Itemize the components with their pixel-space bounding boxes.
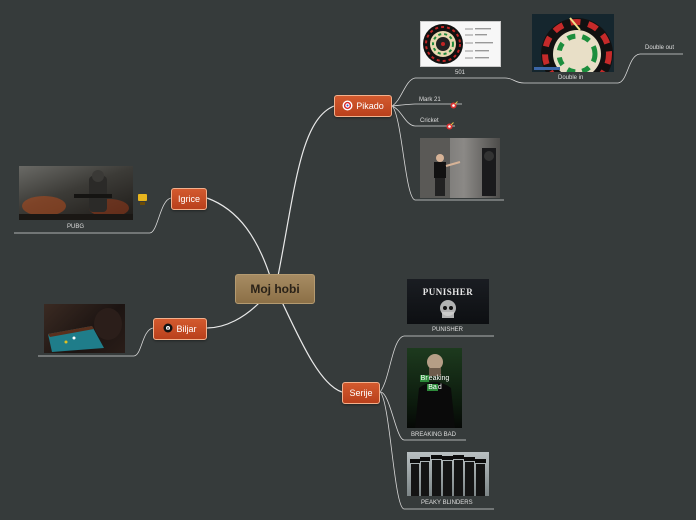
peaky-blinders-image[interactable]: [407, 452, 489, 496]
topic-biljar[interactable]: 8 Biljar: [153, 318, 207, 340]
billiard-image[interactable]: [44, 304, 125, 353]
darts-player-image[interactable]: [420, 138, 500, 198]
pubg-game-icon: [138, 194, 147, 205]
cricket-label: Cricket: [420, 118, 439, 124]
double-out-label: Double out: [645, 45, 675, 51]
topic-pikado-label: Pikado: [356, 101, 384, 111]
breaking-bad-image-title: Breaking Bad: [407, 374, 462, 392]
topic-biljar-label: Biljar: [176, 324, 197, 334]
mark21-label: Mark 21: [419, 97, 441, 103]
eight-ball-icon: 8: [163, 323, 173, 335]
punisher-image[interactable]: PUNISHER: [407, 279, 489, 324]
peaky-blinders-label: PEAKY BLINDERS: [421, 500, 473, 506]
topic-igrice[interactable]: Igrice: [171, 188, 207, 210]
breaking-bad-image[interactable]: Breaking Bad: [407, 348, 462, 428]
pubg-image[interactable]: [19, 166, 133, 220]
t501-label: 501: [455, 70, 466, 76]
target-icon: [342, 100, 353, 113]
punisher-label: PUNISHER: [432, 327, 464, 333]
double-in-label: Double in: [558, 75, 584, 81]
topic-serije[interactable]: Serije: [342, 382, 380, 404]
central-topic[interactable]: Moj hobi: [235, 274, 315, 304]
mark21-dart-icon: [450, 96, 458, 109]
pubg-label: PUBG: [67, 224, 85, 230]
dartboard-501-image[interactable]: [420, 21, 501, 67]
punisher-image-title: PUNISHER: [422, 287, 474, 297]
breaking-bad-label: BREAKING BAD: [411, 432, 457, 438]
dartboard-double-in-image[interactable]: [532, 14, 614, 72]
breaking-bad-title-br: Br: [419, 375, 429, 382]
topic-pikado[interactable]: Pikado: [334, 95, 392, 117]
topic-serije-label: Serije: [349, 388, 373, 398]
breaking-bad-title-d: d: [437, 384, 442, 391]
topic-igrice-label: Igrice: [177, 194, 200, 204]
breaking-bad-title-eaking: eaking: [428, 375, 450, 382]
cricket-dart-icon: [446, 117, 454, 130]
svg-text:8: 8: [167, 327, 169, 331]
breaking-bad-title-ba: Ba: [427, 384, 438, 391]
central-topic-label: Moj hobi: [250, 282, 300, 296]
